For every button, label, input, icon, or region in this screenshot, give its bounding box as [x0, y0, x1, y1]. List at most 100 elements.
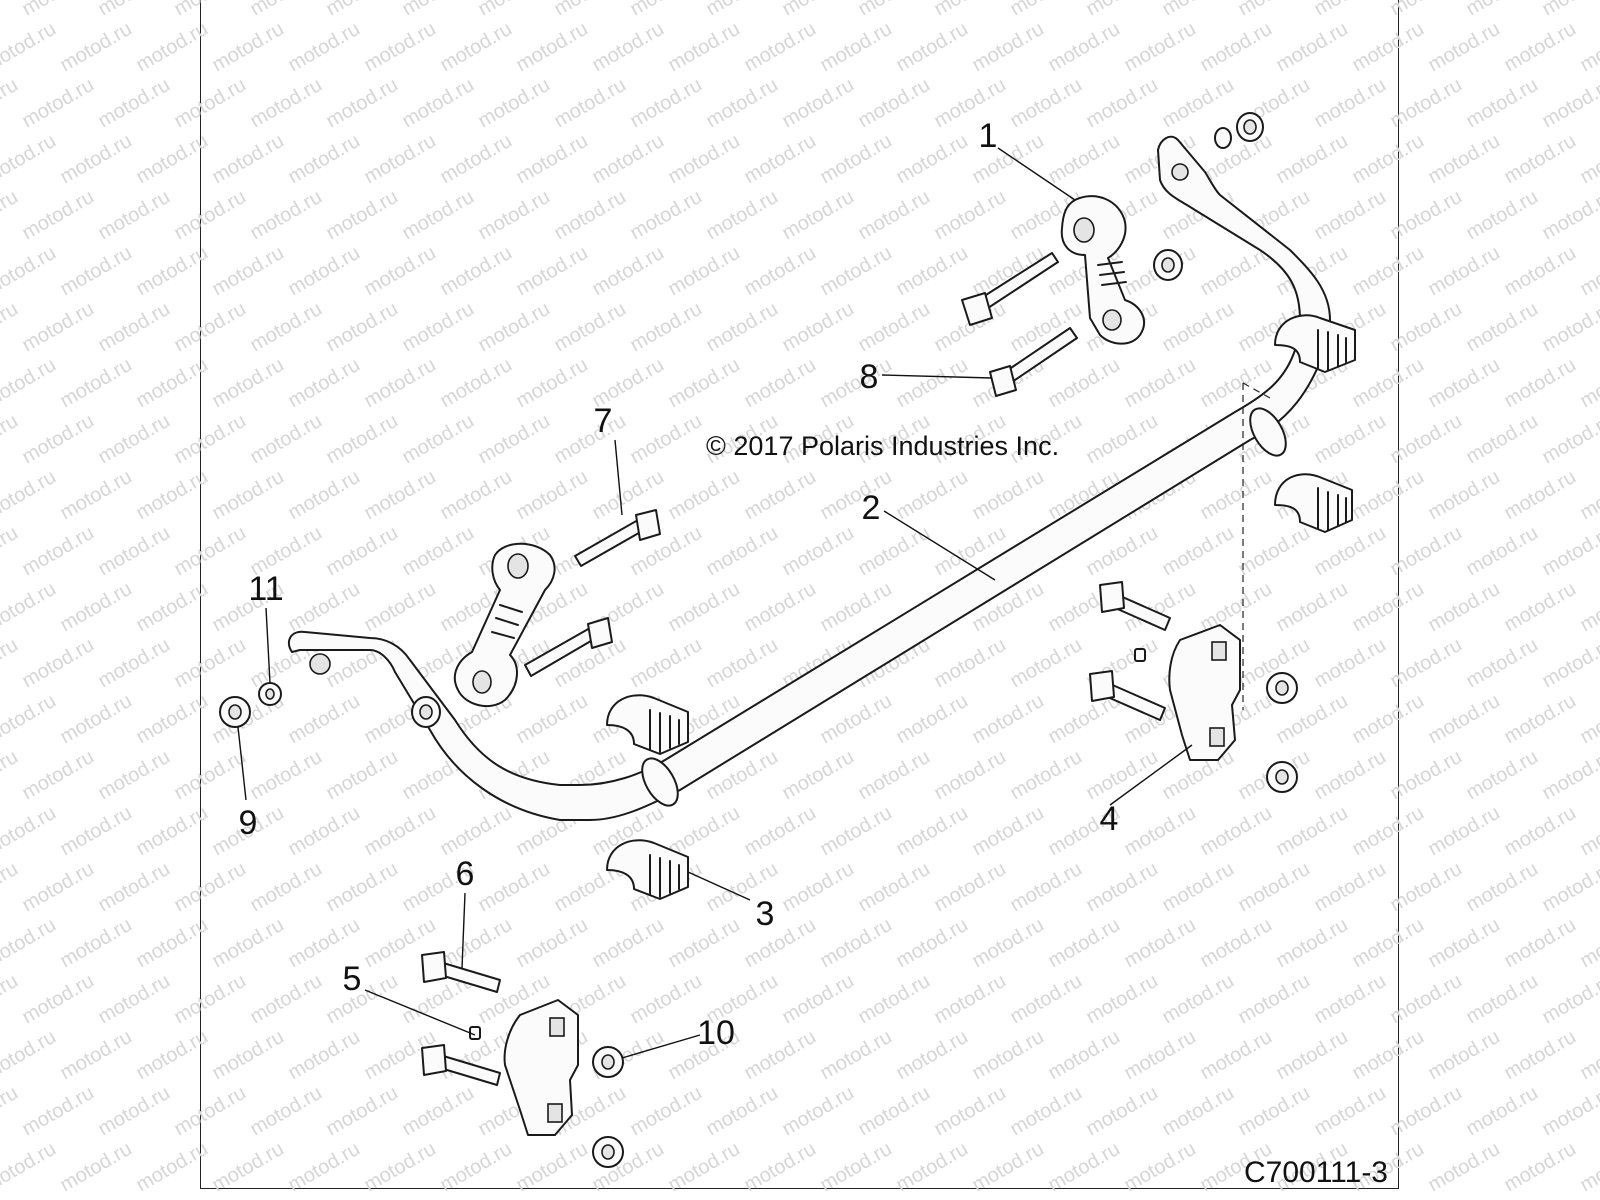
watermark-text: motod.ru — [284, 578, 363, 637]
watermark-text: motod.ru — [778, 186, 857, 245]
watermark-text: motod.ru — [550, 74, 629, 133]
watermark-text: motod.ru — [1462, 1082, 1541, 1141]
watermark-text: motod.ru — [1538, 74, 1600, 133]
watermark-text: motod.ru — [132, 802, 211, 861]
watermark-text: motod.ru — [0, 970, 22, 1029]
watermark-text: motod.ru — [930, 1194, 1009, 1200]
bushing-mid-right — [1274, 473, 1353, 533]
watermark-text: motod.ru — [208, 242, 287, 301]
watermark-text: motod.ru — [56, 130, 135, 189]
watermark-text: motod.ru — [1348, 466, 1427, 525]
watermark-text: motod.ru — [740, 914, 819, 973]
watermark-text: motod.ru — [284, 1026, 363, 1085]
watermark-text: motod.ru — [56, 578, 135, 637]
watermark-text: motod.ru — [398, 522, 477, 581]
watermark-text: motod.ru — [968, 18, 1047, 77]
watermark-text: motod.ru — [1500, 802, 1579, 861]
watermark-text: motod.ru — [1044, 354, 1123, 413]
watermark-text: motod.ru — [1462, 746, 1541, 805]
watermark-text: motod.ru — [246, 746, 325, 805]
watermark-text: motod.ru — [0, 298, 22, 357]
watermark-text: motod.ru — [740, 466, 819, 525]
watermark-text: motod.ru — [1386, 410, 1465, 469]
watermark-text: motod.ru — [1272, 914, 1351, 973]
watermark-text: motod.ru — [170, 634, 249, 693]
nut-top-right — [1236, 112, 1264, 142]
watermark-text: motod.ru — [360, 802, 439, 861]
watermark-text: motod.ru — [892, 130, 971, 189]
watermark-text: motod.ru — [18, 410, 97, 469]
watermark-text: motod.ru — [1538, 634, 1600, 693]
watermark-text: motod.ru — [18, 0, 97, 20]
watermark-text: motod.ru — [0, 410, 22, 469]
watermark-text: motod.ru — [930, 970, 1009, 1029]
watermark-text: motod.ru — [778, 522, 857, 581]
watermark-text: motod.ru — [968, 802, 1047, 861]
nut-right-lower — [1266, 761, 1298, 793]
watermark-text: motod.ru — [1576, 802, 1600, 861]
watermark-text: motod.ru — [94, 410, 173, 469]
watermark-text: motod.ru — [702, 0, 781, 20]
watermark-text: motod.ru — [702, 298, 781, 357]
washer-11 — [258, 682, 282, 706]
watermark-text: motod.ru — [246, 186, 325, 245]
watermark-text: motod.ru — [1082, 858, 1161, 917]
watermark-text: motod.ru — [1462, 186, 1541, 245]
watermark-text: motod.ru — [1082, 1082, 1161, 1141]
watermark-text: motod.ru — [1462, 858, 1541, 917]
bolt-8-lower — [989, 327, 1078, 397]
watermark-text: motod.ru — [1006, 1194, 1085, 1200]
watermark-text: motod.ru — [0, 690, 60, 749]
watermark-text: motod.ru — [208, 18, 287, 77]
watermark-text: motod.ru — [1576, 466, 1600, 525]
watermark-text: motod.ru — [626, 970, 705, 1029]
watermark-text: motod.ru — [436, 18, 515, 77]
watermark-text: motod.ru — [1120, 18, 1199, 77]
watermark-text: motod.ru — [1044, 130, 1123, 189]
watermark-text: motod.ru — [1310, 74, 1389, 133]
clamp-right — [1168, 624, 1241, 761]
watermark-text: motod.ru — [1424, 354, 1503, 413]
watermark-text: motod.ru — [1500, 354, 1579, 413]
watermark-text: motod.ru — [892, 1138, 971, 1197]
watermark-text: motod.ru — [1538, 970, 1600, 1029]
watermark-text: motod.ru — [1424, 18, 1503, 77]
link-rod-left — [453, 542, 556, 708]
watermark-text: motod.ru — [18, 1194, 97, 1200]
watermark-text: motod.ru — [474, 410, 553, 469]
watermark-text: motod.ru — [1462, 410, 1541, 469]
watermark-text: motod.ru — [512, 1138, 591, 1197]
watermark-text: motod.ru — [56, 802, 135, 861]
nut-right-upper — [1266, 672, 1298, 704]
watermark-text: motod.ru — [1500, 18, 1579, 77]
watermark-text: motod.ru — [626, 186, 705, 245]
watermark-text: motod.ru — [436, 466, 515, 525]
watermark-text: motod.ru — [1348, 802, 1427, 861]
watermark-text: motod.ru — [0, 858, 22, 917]
watermark-text: motod.ru — [1424, 242, 1503, 301]
watermark-text: motod.ru — [1006, 970, 1085, 1029]
callout-7: 7 — [594, 402, 613, 440]
watermark-text: motod.ru — [474, 298, 553, 357]
watermark-text: motod.ru — [170, 186, 249, 245]
watermark-text: motod.ru — [322, 0, 401, 20]
watermark-text: motod.ru — [588, 130, 667, 189]
watermark-text: motod.ru — [1500, 1138, 1579, 1197]
leader-lines — [237, 147, 1193, 1059]
watermark-text: motod.ru — [56, 242, 135, 301]
watermark-text: motod.ru — [1158, 970, 1237, 1029]
watermark-text: motod.ru — [1576, 1026, 1600, 1085]
watermark-text: motod.ru — [892, 690, 971, 749]
watermark-text: motod.ru — [1462, 522, 1541, 581]
watermark-text: motod.ru — [1196, 914, 1275, 973]
watermark-text: motod.ru — [1386, 1194, 1465, 1200]
nut-lower-left — [592, 1136, 624, 1168]
bolt-7 — [574, 509, 661, 567]
watermark-text: motod.ru — [1462, 970, 1541, 1029]
watermark-text: motod.ru — [132, 578, 211, 637]
watermark-text: motod.ru — [1310, 186, 1389, 245]
watermark-text: motod.ru — [854, 186, 933, 245]
watermark-text: motod.ru — [892, 242, 971, 301]
watermark-text: motod.ru — [816, 18, 895, 77]
